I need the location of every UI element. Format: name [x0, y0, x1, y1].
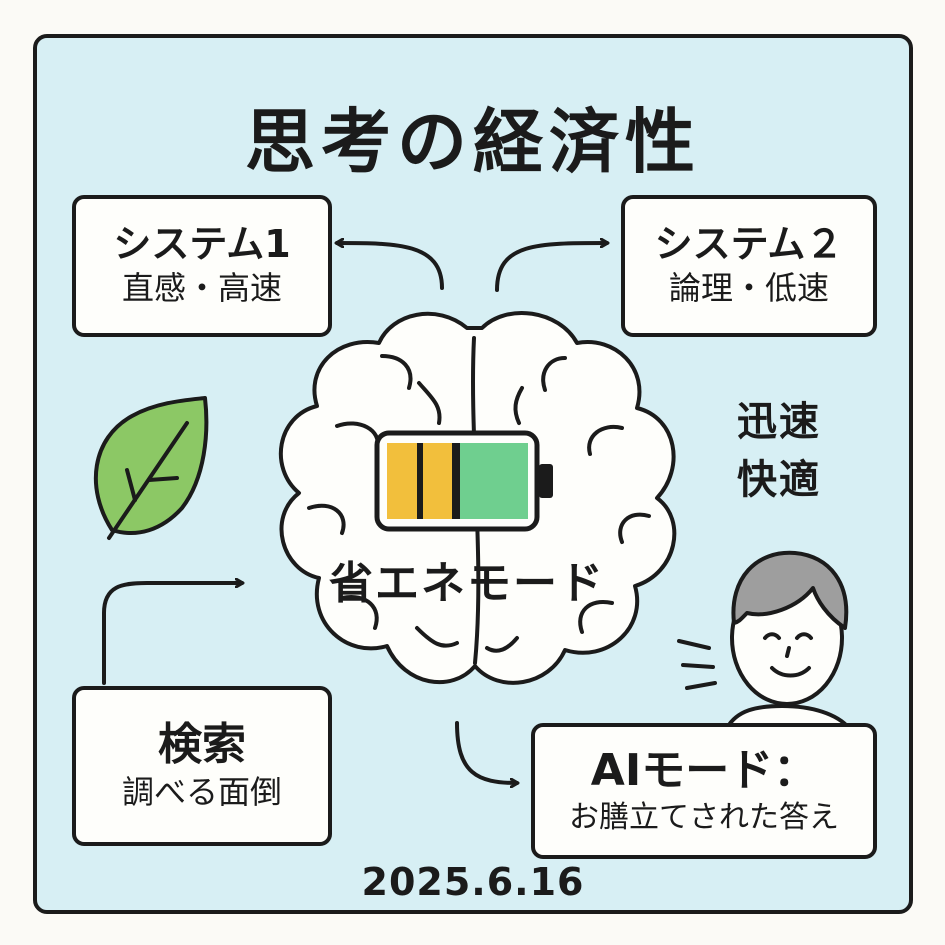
system1-heading: システム1 — [113, 222, 291, 267]
ai-mode-subtitle: お膳立てされた答え — [569, 799, 839, 835]
side-text: 迅速 快適 — [737, 393, 821, 509]
ai-mode-heading: AIモード： — [590, 745, 818, 797]
system2-subtitle: 論理・低速 — [668, 269, 829, 307]
system1-box: システム1 直感・高速 — [72, 195, 332, 337]
system2-heading: システム２ — [654, 222, 844, 267]
diagram-frame: 思考の経済性 システム1 直感・高速 システム２ 論理・低速 迅速 快適 省エネ… — [33, 34, 913, 914]
leaf-icon — [93, 396, 209, 540]
battery-icon — [374, 430, 553, 532]
side-text-line1: 迅速 — [737, 399, 821, 445]
arrow-to-system2 — [495, 243, 607, 292]
date-label: 2025.6.16 — [361, 860, 585, 904]
side-text-line2: 快適 — [737, 457, 821, 503]
system2-box: システム２ 論理・低速 — [621, 195, 877, 337]
arrow-search-to-brain — [102, 583, 242, 685]
diagram-title: 思考の経済性 — [245, 101, 701, 183]
arrow-brain-to-ai — [455, 721, 517, 783]
arrow-to-system1 — [337, 243, 444, 290]
brain-mode-label: 省エネモード — [329, 558, 605, 609]
search-box: 検索 調べる面倒 — [72, 686, 332, 846]
motion-lines — [677, 639, 717, 690]
search-heading: 検索 — [158, 718, 246, 770]
system1-subtitle: 直感・高速 — [121, 269, 282, 307]
ai-mode-box: AIモード： お膳立てされた答え — [531, 723, 877, 859]
search-subtitle: 調べる面倒 — [121, 772, 282, 811]
